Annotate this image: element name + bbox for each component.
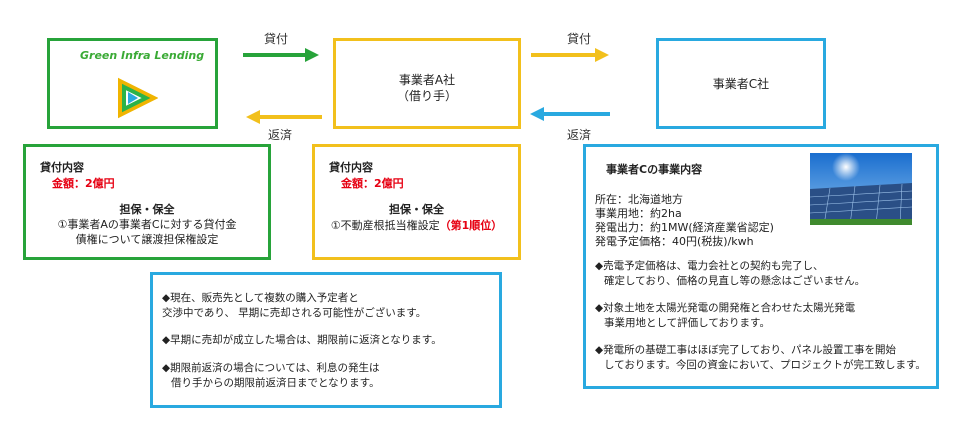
company-c-land: 事業用地：約2ha xyxy=(595,207,682,220)
repay-arrow-blue xyxy=(530,107,610,121)
company-c-business-title: 事業者Cの事業内容 xyxy=(606,163,703,176)
lender-terms-box: 貸付内容 金額：2億円 担保・保全 ①事業者Aの事業者Cに対する貸付金 債権につ… xyxy=(23,144,271,260)
company-c-business-box: 事業者Cの事業内容 所在：北海道地方 事業用地：約2ha 発電出力：約1MW(経… xyxy=(583,144,939,389)
repay-arrow-yellow xyxy=(246,110,322,124)
lend-label-1: 貸付 xyxy=(264,32,289,46)
lender-terms-amount: 金額：2億円 xyxy=(52,177,115,190)
company-a-terms-box: 貸付内容 金額：2億円 担保・保全 ①不動産根抵当権設定（第1順位） xyxy=(312,144,521,260)
company-a-security-title: 担保・保全 xyxy=(389,203,444,216)
company-a-role: （借り手） xyxy=(396,89,457,103)
lender-logo-text: Green Infra Lending xyxy=(80,49,205,62)
lend-label-2: 貸付 xyxy=(567,32,592,46)
lend-arrow-yellow xyxy=(531,48,609,62)
company-c-bullet-2a: ◆対象土地を太陽光発電の開発権と合わせた太陽光発電 xyxy=(595,302,856,314)
company-c-bullet-3a: ◆発電所の基礎工事はほぼ完了しており、パネル設置工事を開始 xyxy=(595,344,897,356)
lend-arrow-green xyxy=(243,48,319,62)
company-c-box: 事業者C社 xyxy=(656,38,826,129)
company-a-name: 事業者A社 xyxy=(398,73,456,87)
company-a-security-priority: （第1順位） xyxy=(439,219,503,232)
solar-panel-photo xyxy=(810,153,912,225)
company-c-bullet-3b: しております。今回の資金において、プロジェクトが完工致します。 xyxy=(604,359,926,371)
company-c-name: 事業者C社 xyxy=(712,77,770,91)
lender-terms-title: 貸付内容 xyxy=(40,161,84,174)
notes-box: ◆現在、販売先として複数の購入予定者と 交渉中であり、 早期に売却される可能性が… xyxy=(150,272,502,408)
lender-security-title: 担保・保全 xyxy=(119,203,175,216)
notes-bullet-1a: ◆現在、販売先として複数の購入予定者と xyxy=(162,292,359,304)
notes-bullet-2: ◆早期に売却が成立した場合は、期限前に返済となります。 xyxy=(162,334,442,346)
company-a-security-text: ①不動産根抵当権設定 xyxy=(330,219,440,232)
repay-label-2: 返済 xyxy=(567,128,592,142)
company-a-terms-title: 貸付内容 xyxy=(329,161,373,174)
company-a-security-line: ①不動産根抵当権設定（第1順位） xyxy=(315,217,518,233)
company-c-bullet-2b: 事業用地として評価しております。 xyxy=(604,317,771,329)
company-a-box: 事業者A社 （借り手） xyxy=(333,38,521,129)
lender-box: Green Infra Lending xyxy=(47,38,218,129)
notes-bullet-1b: 交渉中であり、 早期に売却される可能性がございます。 xyxy=(162,307,427,319)
notes-bullet-3a: ◆期限前返済の場合については、利息の発生は xyxy=(162,362,380,374)
play-triangle-logo-icon xyxy=(118,77,158,119)
company-a-terms-amount: 金額：2億円 xyxy=(341,177,404,190)
company-c-bullet-1b: 確定しており、価格の見直し等の懸念はございません。 xyxy=(604,275,866,287)
notes-bullet-3b: 借り手からの期限前返済日までとなります。 xyxy=(171,377,380,389)
company-c-price: 発電予定価格：40円(税抜)/kwh xyxy=(595,235,754,248)
company-c-output: 発電出力：約1MW(経済産業省認定) xyxy=(595,221,774,234)
company-c-bullet-1a: ◆売電予定価格は、電力会社との契約も完了し、 xyxy=(595,260,824,272)
lender-security-line1: ①事業者Aの事業者Cに対する貸付金 xyxy=(57,218,237,231)
company-c-location: 所在：北海道地方 xyxy=(595,193,683,206)
repay-label-1: 返済 xyxy=(268,128,293,142)
lender-security-line2: 債権について譲渡担保権設定 xyxy=(75,233,219,246)
